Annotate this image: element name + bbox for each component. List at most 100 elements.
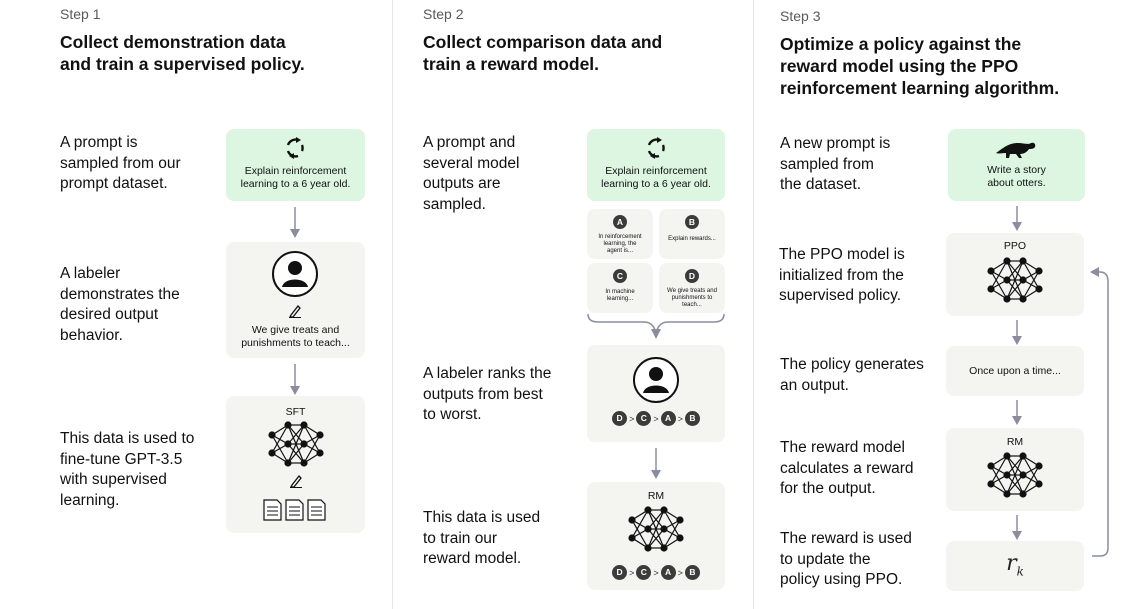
nn-node	[628, 516, 636, 524]
ppo-label: PPO	[1003, 240, 1027, 252]
prompt-line: about otters.	[987, 177, 1046, 189]
nn-node	[1003, 295, 1011, 303]
step-3-desc-prompt: A new prompt is sampled from the dataset…	[780, 134, 890, 196]
output-text-c: In machine learning...	[587, 289, 653, 303]
step-3-title-line: reinforcement learning algorithm.	[780, 78, 1060, 98]
nn-node	[1003, 471, 1011, 479]
output-line: In reinforcement	[598, 234, 642, 240]
desc-line: behavior.	[60, 326, 123, 344]
output-line: teach...	[682, 302, 702, 308]
arrow-down	[1012, 515, 1022, 540]
desc-line: A labeler ranks the	[423, 365, 552, 382]
desc-line: A new prompt is	[780, 135, 891, 152]
feedback-loop-arrow	[1090, 267, 1109, 557]
desc-line: prompt dataset.	[60, 175, 168, 192]
demonstration-line: punishments to teach...	[241, 337, 350, 349]
generated-output-text: Once upon a time...	[969, 365, 1061, 377]
rank-d: D	[612, 565, 628, 580]
column-divider-2	[753, 0, 754, 609]
desc-line: the dataset.	[780, 176, 862, 193]
step-1-prompt-box: Explain reinforcement learning to a 6 ye…	[226, 129, 365, 201]
output-line: learning...	[606, 296, 634, 302]
document-icon	[285, 499, 304, 521]
labeler-avatar-icon	[633, 357, 679, 403]
prompt-text: Write a story about otters.	[948, 164, 1085, 190]
output-line: Explain rewards...	[668, 236, 716, 242]
output-line: In machine	[605, 289, 635, 295]
nn-edge	[287, 424, 305, 445]
prompt-line: Explain reinforcement	[244, 165, 347, 177]
nn-node	[1035, 462, 1043, 470]
nn-node	[284, 459, 292, 467]
labeler-avatar-icon	[272, 251, 318, 297]
desc-line: desired output	[60, 306, 159, 323]
document-icon	[263, 499, 282, 521]
desc-line: The PPO model is	[779, 246, 905, 263]
nn-edge	[647, 509, 665, 549]
arrow-down	[651, 448, 661, 479]
step-2-ranking-box: D > C > A > B	[587, 345, 725, 442]
desc-line: The policy generates	[780, 356, 924, 373]
nn-node	[660, 525, 668, 533]
prompt-line: learning to a 6 year old.	[240, 178, 351, 190]
prompt-line: Explain reinforcement	[605, 165, 707, 177]
step-1-title-line: and train a supervised policy.	[60, 54, 305, 74]
desc-line: sampled.	[423, 195, 486, 213]
nn-node	[987, 267, 995, 275]
neural-network-icon	[268, 421, 324, 467]
step-3-title: Optimize a policy against the reward mod…	[780, 33, 1059, 99]
output-letter-c: C	[613, 269, 627, 283]
output-card-c: C In machine learning...	[587, 263, 653, 313]
step-3-output-box: Once upon a time...	[946, 346, 1084, 396]
output-line: learning, the	[603, 241, 637, 247]
nn-edge	[990, 260, 1008, 290]
output-line: punishments to	[671, 295, 713, 301]
rank-separator: >	[629, 567, 635, 578]
desc-line: policy using PPO.	[780, 571, 903, 588]
desc-line: The reward is used	[780, 530, 912, 547]
rank-separator: >	[653, 567, 659, 578]
step-3-desc-reward: The reward model calculates a reward for…	[780, 438, 914, 500]
output-letter-b: B	[685, 215, 699, 229]
nn-node	[1003, 452, 1011, 460]
step-3-ppo-model-box: PPO	[946, 233, 1084, 316]
step-3-reward-box: rk	[946, 541, 1084, 591]
column-divider-1	[392, 0, 393, 609]
nn-node	[268, 449, 276, 457]
nn-node	[1035, 285, 1043, 293]
rank-c: C	[636, 411, 652, 426]
nn-edge	[647, 528, 665, 549]
step-2-rm-model-box: RM D > C > A > B	[587, 482, 725, 590]
neural-network-icon	[987, 257, 1043, 303]
output-text-d: We give treats and punishments to teach.…	[659, 288, 725, 309]
demonstration-text: We give treats and punishments to teach.…	[226, 324, 365, 350]
step-2-desc-sampled: A prompt and several model outputs are s…	[423, 133, 520, 215]
nn-edge	[1022, 270, 1040, 300]
rank-b: B	[684, 565, 700, 580]
nn-node	[284, 421, 292, 429]
nn-edge	[303, 434, 321, 464]
nn-edge	[990, 455, 1008, 485]
step-2-title-line: train a reward model.	[423, 54, 600, 74]
arrow-down	[1012, 400, 1022, 425]
document-icons	[263, 499, 326, 521]
nn-node	[300, 459, 308, 467]
desc-line: A prompt is	[60, 134, 138, 151]
output-card-b: B Explain rewards...	[659, 209, 725, 259]
nn-edge	[1006, 260, 1024, 281]
prompt-text: Explain reinforcement learning to a 6 ye…	[226, 165, 365, 191]
rank-d: D	[612, 411, 628, 426]
step-2-label: Step 2	[423, 6, 464, 22]
nn-node	[1019, 295, 1027, 303]
arrow-down	[290, 364, 300, 395]
nn-node	[300, 440, 308, 448]
output-letter-d: D	[685, 269, 699, 283]
step-1-desc-finetune: This data is used to fine-tune GPT-3.5 w…	[60, 429, 194, 511]
nn-node	[644, 525, 652, 533]
nn-node	[660, 544, 668, 552]
step-3-desc-ppo: The PPO model is initialized from the su…	[779, 245, 905, 307]
nn-edge	[631, 509, 649, 539]
nn-node	[268, 431, 276, 439]
desc-line: an output.	[780, 376, 849, 394]
step-3-desc-output: The policy generates an output.	[780, 355, 924, 396]
